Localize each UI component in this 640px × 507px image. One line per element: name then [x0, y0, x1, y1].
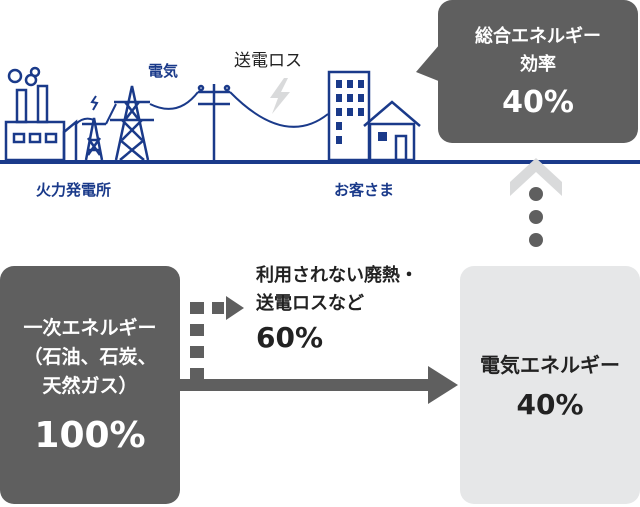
power-plant-icon — [4, 66, 78, 162]
losses-value: 60% — [256, 321, 324, 354]
electric-energy-value: 40% — [516, 388, 584, 421]
primary-energy-box: 一次エネルギー （石油、石炭、 天然ガス） 100% — [0, 266, 180, 504]
losses-text: 利用されない廃熱・ 送電ロスなど 60% — [256, 262, 418, 352]
utility-pole-icon — [197, 84, 231, 160]
spark-icon — [90, 95, 99, 111]
primary-energy-line2: （石油、石炭、 — [23, 346, 157, 368]
main-flow-arrow — [180, 366, 458, 404]
total-efficiency-bubble: 総合エネルギー 効率 40% — [438, 0, 638, 143]
total-efficiency-value: 40% — [502, 85, 574, 120]
loss-arrow — [190, 296, 244, 380]
losses-line2: 送電ロスなど — [256, 293, 364, 314]
losses-line1: 利用されない廃熱・ — [256, 265, 418, 286]
power-line — [75, 91, 329, 128]
flow-dot-2 — [529, 210, 543, 224]
bubble-title-line1: 総合エネルギー — [475, 26, 601, 47]
flow-dot-3 — [529, 187, 543, 201]
transmission-tower-large-icon — [110, 85, 154, 161]
electric-energy-label: 電気エネルギー — [480, 353, 620, 377]
flow-dot-1 — [529, 233, 543, 247]
electric-energy-box: 電気エネルギー 40% — [460, 266, 640, 504]
office-building-icon — [327, 70, 371, 162]
power-plant-label: 火力発電所 — [36, 181, 112, 199]
bubble-title-line2: 効率 — [520, 54, 556, 75]
primary-energy-line1: 一次エネルギー — [23, 317, 157, 339]
house-icon — [363, 100, 421, 162]
primary-energy-value: 100% — [34, 415, 146, 456]
lightning-icon — [270, 78, 290, 114]
electricity-label: 電気 — [148, 62, 179, 80]
transmission-tower-small-icon — [82, 117, 106, 161]
transmission-loss-label: 送電ロス — [234, 51, 302, 71]
chevron-up-icon — [510, 158, 562, 196]
primary-energy-line3: 天然ガス） — [42, 375, 138, 397]
customer-label: お客さま — [334, 181, 395, 199]
ground-line — [0, 160, 640, 164]
